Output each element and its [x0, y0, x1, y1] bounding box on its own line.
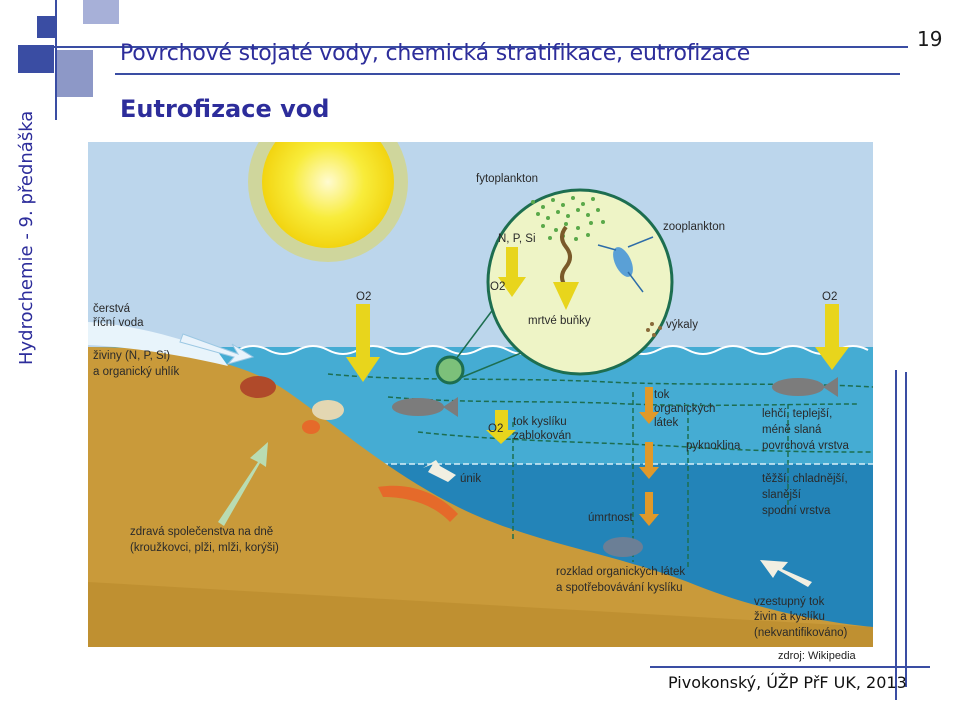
o2-arrow-blocked	[486, 410, 516, 444]
decor-line	[895, 370, 897, 700]
sun-icon	[248, 142, 408, 262]
label-bottom-1: těžší, chladnější,	[762, 473, 848, 485]
label-organic-flow-3: látek	[654, 417, 679, 429]
organic-flow-arrow	[639, 387, 659, 424]
nutrients-arrow	[498, 247, 526, 297]
lobster-icon	[378, 485, 458, 522]
zooplankton-icon	[597, 236, 654, 293]
fish-icon	[392, 397, 458, 417]
o2-arrow-right	[815, 304, 849, 370]
label-escape: únik	[460, 473, 481, 485]
decor-square	[18, 45, 54, 73]
label-oxygen-flow-1: tok kyslíku	[513, 416, 567, 428]
label-organic-flow-2: organických	[654, 403, 715, 415]
snail-icon	[312, 400, 344, 420]
label-surface-1: lehčí, teplejší,	[762, 408, 832, 420]
label-organic-flow-1: tok	[654, 389, 670, 401]
label-surface-3: povrchová vrstva	[762, 440, 850, 452]
page-number: 19	[917, 27, 943, 51]
crab-icon	[240, 376, 276, 398]
decor-square	[57, 50, 93, 97]
eutrophication-diagram: fytoplankton zooplankton N, P, Si O2 mrt…	[88, 142, 873, 647]
decor-line	[18, 46, 908, 48]
label-feces: výkaly	[666, 319, 698, 331]
label-mortality: úmrtnost	[588, 512, 634, 524]
label-zooplankton: zooplankton	[663, 221, 725, 233]
decor-square	[37, 16, 57, 38]
label-o2-left: O2	[356, 291, 371, 303]
decor-line	[905, 372, 907, 687]
label-pycnocline: pyknoklina	[686, 440, 741, 452]
label-upwelling-2: živin a kyslíku	[754, 611, 825, 623]
label-phytoplankton: fytoplankton	[476, 173, 538, 185]
river-inflow	[88, 322, 228, 366]
circulation-dashed	[327, 373, 873, 388]
slide-title: Povrchové stojaté vody, chemická stratif…	[120, 41, 751, 66]
decor-line	[650, 666, 930, 668]
slide-subtitle: Eutrofizace vod	[120, 95, 330, 123]
organic-flow-arrow	[639, 442, 659, 479]
circulation-dashed	[387, 396, 859, 407]
label-oxygen-flow-2: zablokován	[513, 430, 571, 442]
feces-dots	[646, 322, 662, 337]
upwelling-arrow	[760, 560, 812, 587]
lecture-side-label: Hydrochemie - 9. přednáška	[16, 110, 37, 365]
label-o2-blocked: O2	[488, 423, 503, 435]
label-surface-2: méně slaná	[762, 424, 822, 436]
label-nutrients-1: živiny (N, P, Si)	[93, 350, 170, 362]
benthos-arrow	[218, 442, 268, 526]
decor-square	[83, 0, 119, 24]
label-benthos-1: zdravá společenstva na dně	[130, 526, 273, 538]
dead-cells-squiggle	[560, 225, 572, 289]
source-credit: zdroj: Wikipedia	[778, 650, 856, 662]
label-fresh-water-1: čerstvá	[93, 303, 131, 315]
inflow-arrow	[179, 333, 255, 365]
sky	[88, 142, 873, 357]
organic-flow-arrow	[639, 492, 659, 526]
circulation-dashed	[417, 431, 873, 453]
label-o2-right: O2	[822, 291, 837, 303]
phytoplankton-cluster	[531, 196, 605, 241]
label-benthos-2: (kroužkovci, plži, mlži, korýši)	[130, 542, 279, 554]
fish-icon	[772, 377, 838, 397]
escape-arrow	[423, 460, 456, 482]
label-decomp-2: a spotřebovávání kyslíku	[556, 582, 683, 594]
decor-line	[55, 0, 57, 120]
label-decomp-1: rozklad organických látek	[556, 566, 685, 578]
footer-credit: Pivokonský, ÚŽP PřF UK, 2013	[668, 673, 907, 692]
zoom-source-circle	[435, 355, 465, 385]
sediment-bottom	[88, 582, 873, 647]
decor-line	[115, 73, 900, 75]
label-dead-cells: mrtvé buňky	[528, 315, 591, 327]
label-nutrients-circle: N, P, Si	[498, 233, 536, 245]
clam-icon	[302, 420, 320, 434]
label-bottom-3: spodní vrstva	[762, 505, 831, 517]
label-bottom-2: slanější	[762, 489, 802, 501]
o2-arrow-left	[346, 304, 380, 382]
label-upwelling-1: vzestupný tok	[754, 596, 825, 608]
crab-icon	[603, 537, 643, 557]
dead-cells-arrow	[553, 282, 579, 310]
sediment	[88, 347, 873, 647]
label-fresh-water-2: říční voda	[93, 317, 144, 329]
zoom-circle	[486, 188, 674, 376]
label-o2-circle: O2	[490, 281, 505, 293]
label-upwelling-3: (nekvantifikováno)	[754, 627, 847, 639]
label-nutrients-2: a organický uhlík	[93, 366, 180, 378]
